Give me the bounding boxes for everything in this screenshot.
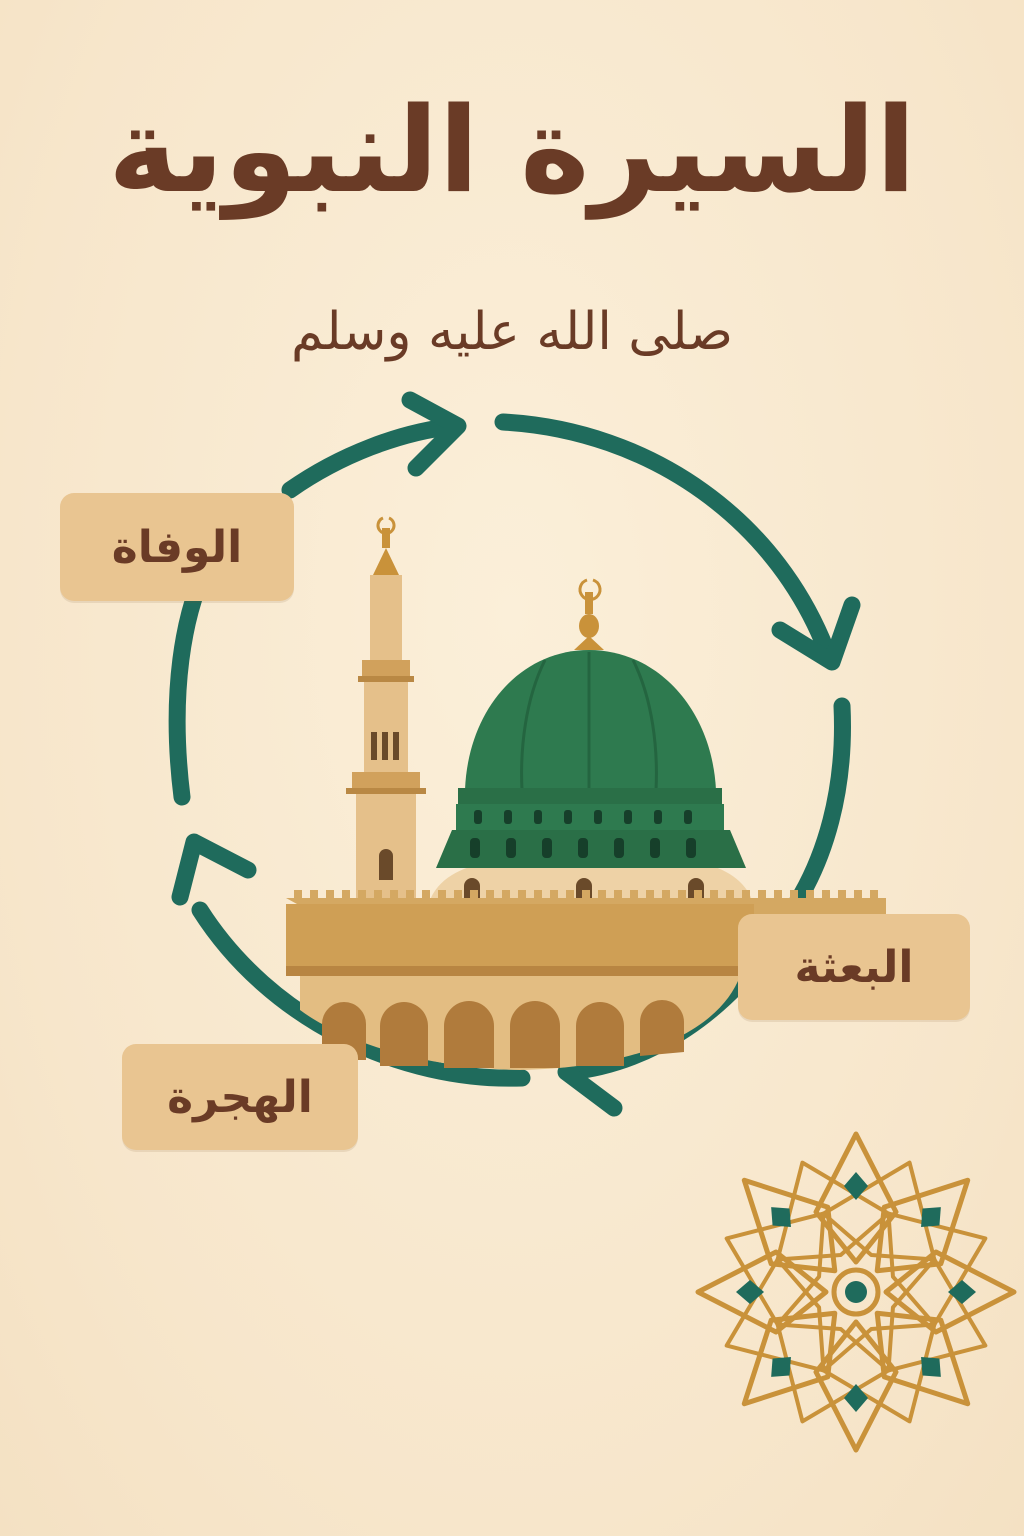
dome-drum (430, 860, 752, 900)
arrow-head-right (771, 596, 861, 671)
stage-label-hijra-text: الهجرة (167, 1071, 313, 1123)
stage-label-wafat-text: الوفاة (111, 521, 243, 573)
mosque-wall (286, 890, 886, 1070)
page-title: السيرة النبوية (107, 81, 917, 219)
arrow-head-left (171, 833, 257, 906)
green-dome (436, 578, 746, 868)
arrow-arc-top-to-right (494, 413, 839, 669)
arrow-head-top (401, 391, 467, 477)
stage-label-wafat: الوفاة (60, 493, 294, 601)
arrow-arc-right-side (783, 697, 851, 919)
stage-label-hijra: الهجرة (122, 1044, 358, 1150)
page-subtitle: صلى الله عليه وسلم (291, 302, 733, 362)
arrow-arc-left-to-top (281, 417, 464, 499)
stage-label-bitha: البعثة (738, 914, 970, 1020)
minaret (346, 516, 426, 904)
stage-label-bitha-text: البعثة (794, 941, 914, 993)
